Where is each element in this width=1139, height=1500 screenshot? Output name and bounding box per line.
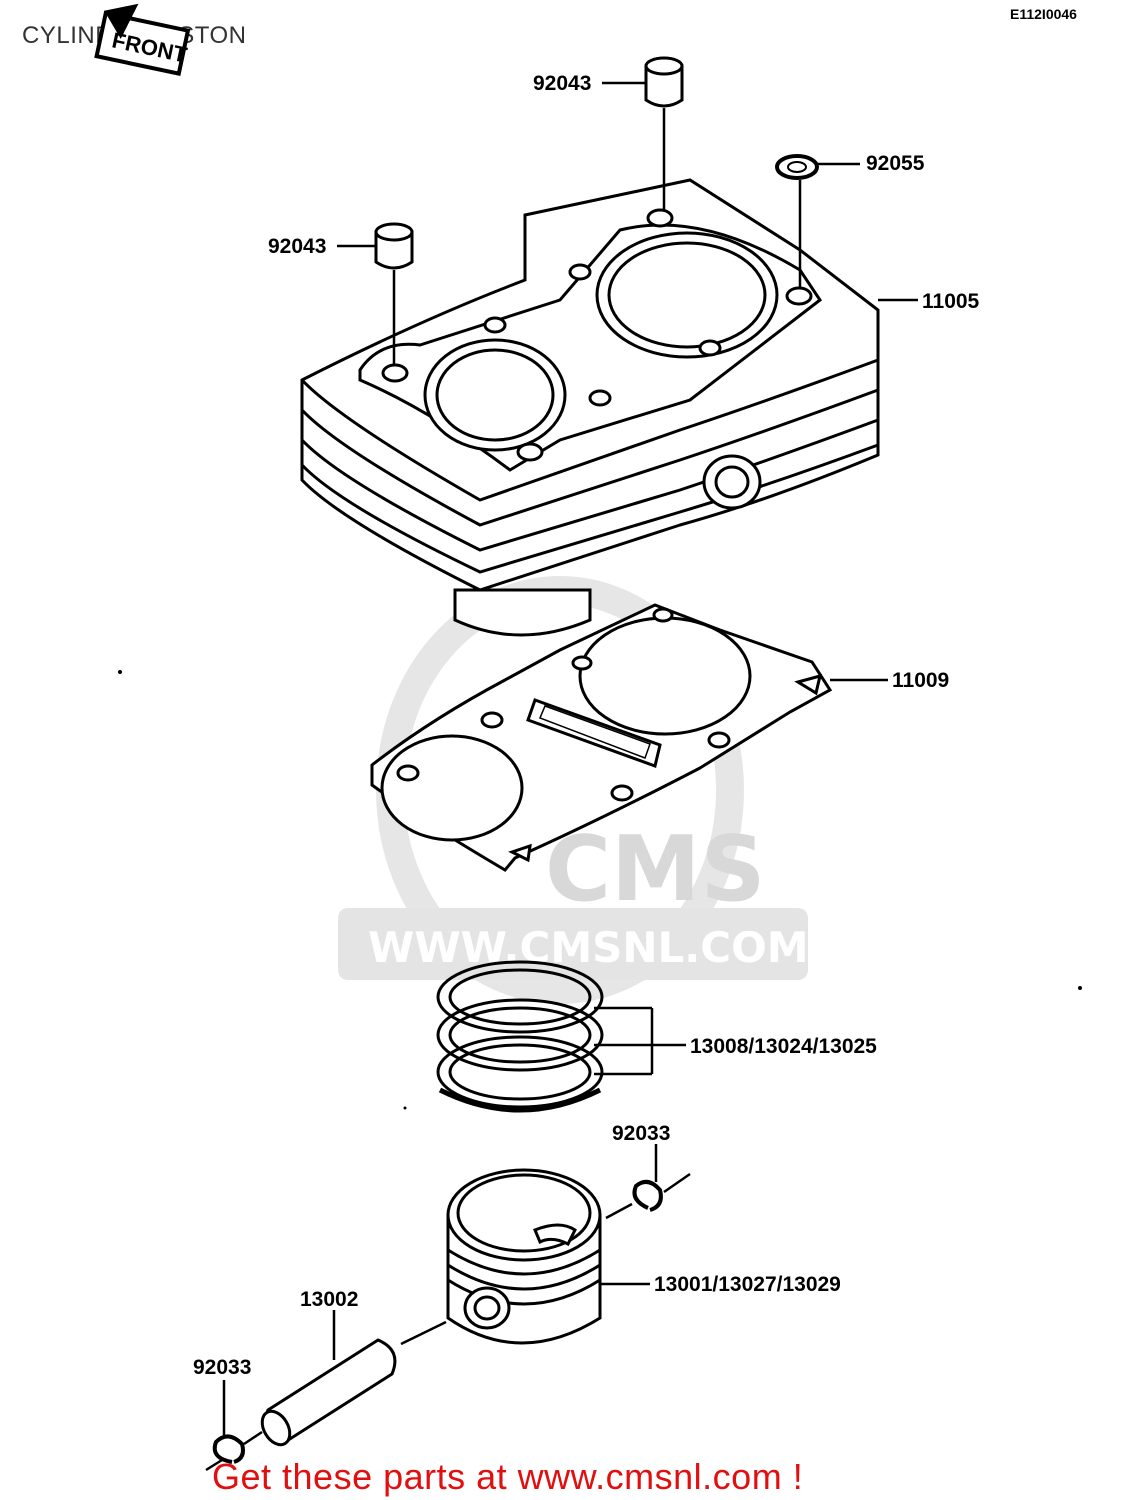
diagram-id: E112I0046 — [1010, 6, 1077, 22]
cylinder-block — [300, 178, 880, 637]
part-label[interactable]: 92055 — [866, 152, 925, 175]
circlip-upper — [632, 1179, 663, 1212]
piston-pin — [260, 1338, 397, 1447]
o-ring — [775, 154, 819, 180]
watermark-brand: CMS — [545, 817, 765, 922]
cylinder-base-gasket — [370, 603, 833, 872]
part-label[interactable]: 13008/13024/13025 — [690, 1035, 877, 1058]
part-label[interactable]: 92033 — [612, 1122, 670, 1145]
piston — [446, 1168, 602, 1345]
dowel-pin-top — [644, 56, 684, 108]
part-label[interactable]: 92033 — [193, 1356, 251, 1379]
circlip-lower — [212, 1434, 245, 1464]
part-labels: 92043 92055 92043 11005 11009 13008/1302… — [193, 72, 980, 1379]
front-tag: FRONT — [94, 3, 191, 77]
dowel-pin-left — [374, 222, 414, 270]
part-label[interactable]: 13002 — [300, 1288, 358, 1311]
watermark-url: WWW.CMSNL.COM — [368, 923, 809, 972]
part-label[interactable]: 11009 — [892, 669, 949, 692]
part-label[interactable]: 92043 — [533, 72, 591, 95]
scan-specks — [118, 670, 1082, 1110]
leader-lines — [205, 81, 918, 1472]
footer-link[interactable]: Get these parts at www.cmsnl.com ! — [212, 1456, 804, 1497]
part-label[interactable]: 11005 — [922, 290, 980, 313]
piston-rings — [436, 960, 604, 1113]
part-label[interactable]: 13001/13027/13029 — [654, 1273, 841, 1296]
part-label[interactable]: 92043 — [268, 235, 326, 258]
